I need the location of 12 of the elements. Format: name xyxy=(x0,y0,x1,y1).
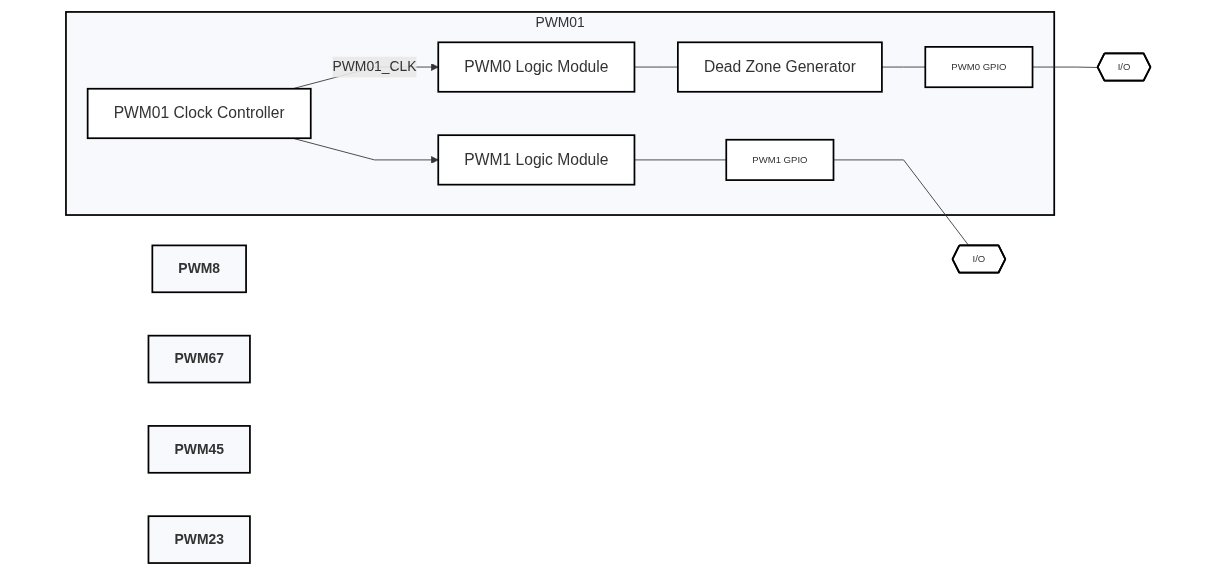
node-box: PWM01 Clock Controller xyxy=(86,87,312,140)
node-box: PWM1 GPIO xyxy=(725,138,835,181)
node-box: PWM8 xyxy=(151,244,247,294)
node-box: Dead Zone Generator xyxy=(676,41,883,93)
node-box: PWM0 GPIO xyxy=(924,46,1034,89)
node-box: PWM45 xyxy=(147,425,251,474)
connector xyxy=(881,66,926,68)
node-box: PWM67 xyxy=(147,334,251,384)
node-box: PWM1 Logic Module xyxy=(437,134,636,186)
edge-label: PWM01_CLK xyxy=(332,59,417,74)
node-box: PWM0 Logic Module xyxy=(437,41,636,93)
node-box: PWM23 xyxy=(147,515,251,564)
